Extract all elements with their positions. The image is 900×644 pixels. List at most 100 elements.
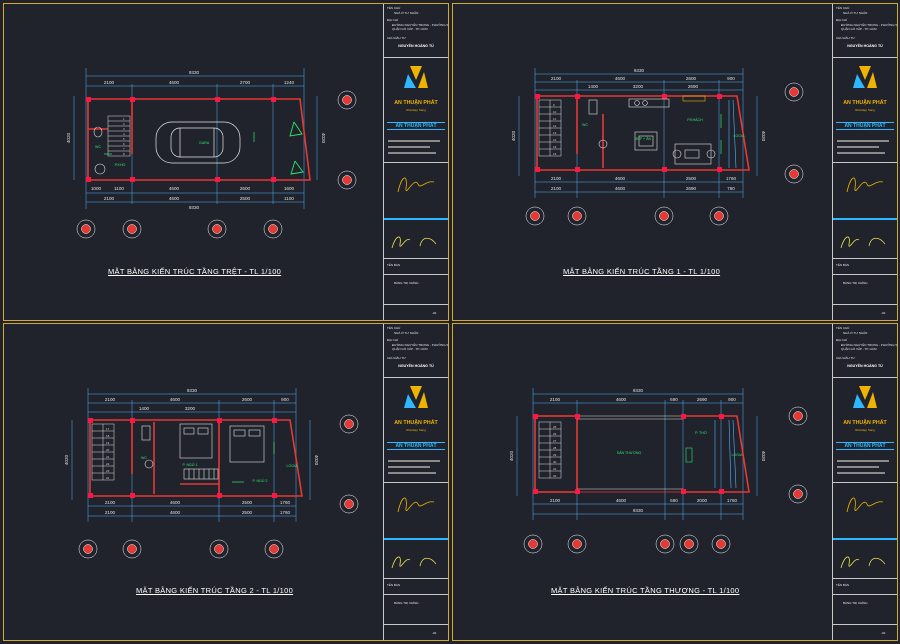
brand-logo-icon <box>404 66 428 88</box>
svg-text:24: 24 <box>106 476 110 480</box>
svg-text:900: 900 <box>728 397 736 402</box>
svg-text:1600: 1600 <box>284 186 295 191</box>
walls <box>87 98 311 181</box>
svg-text:1100: 1100 <box>284 196 294 201</box>
svg-text:2100: 2100 <box>551 186 562 191</box>
svg-text:4600: 4600 <box>169 196 180 201</box>
svg-text:29: 29 <box>553 453 557 457</box>
columns <box>88 418 277 498</box>
svg-text:4020: 4020 <box>314 455 319 466</box>
axis-markers <box>76 90 357 239</box>
svg-text:2100: 2100 <box>105 510 116 515</box>
walls <box>89 419 303 497</box>
floorplan-first: 9330 2100 4600 2600 900 1400 3200 2690 2… <box>511 68 804 226</box>
svg-text:17: 17 <box>106 427 110 431</box>
svg-text:4600: 4600 <box>616 498 627 503</box>
sheet-first-floor: 9330 2100 4600 2600 900 1400 3200 2690 2… <box>452 3 898 321</box>
svg-text:2500: 2500 <box>242 510 253 515</box>
svg-text:2500: 2500 <box>240 196 251 201</box>
brand-logo-icon <box>404 386 428 408</box>
svg-text:2000: 2000 <box>697 498 708 503</box>
svg-text:4020: 4020 <box>321 133 326 144</box>
title-block: TÊN CHỦ NHÀ Ở TƯ NHÂN ĐỊA CHỈ ĐƯỜNG NGUY… <box>832 324 897 640</box>
svg-text:9330: 9330 <box>189 205 200 210</box>
svg-text:LOGIA: LOGIA <box>734 134 746 138</box>
svg-text:1400: 1400 <box>588 84 599 89</box>
svg-text:4600: 4600 <box>169 186 180 191</box>
furniture <box>588 95 716 165</box>
brand-slogan: Nhà Đẹp Sang <box>855 108 875 112</box>
fixtures <box>93 126 106 175</box>
title-block: TÊN CHỦ NHÀ Ở TƯ NHÂN ĐỊA CHỈ ĐƯỜNG NGUY… <box>832 4 897 320</box>
svg-text:WC: WC <box>95 145 101 149</box>
signature-icon <box>397 497 435 513</box>
svg-text:4020: 4020 <box>64 454 69 465</box>
brand-name-secondary: AN THUẬN PHÁT <box>387 442 445 450</box>
furniture <box>141 423 265 480</box>
svg-text:7: 7 <box>123 147 125 151</box>
sheet-title: MẶT BẰNG KIẾN TRÚC TẦNG THƯỢNG - TL 1/10… <box>551 586 740 595</box>
svg-text:2600: 2600 <box>240 186 251 191</box>
dimension-texts: 9330 2100 4600 2700 1240 1000 1100 4600 … <box>66 70 326 210</box>
svg-text:2: 2 <box>123 122 125 126</box>
svg-text:2700: 2700 <box>240 80 251 85</box>
walls <box>534 415 750 493</box>
signature-icon <box>391 236 437 249</box>
svg-text:16: 16 <box>553 152 557 156</box>
signature-icon <box>846 177 884 193</box>
floorplan-ground: 9330 2100 4600 2700 1240 1000 1100 4600 … <box>66 68 357 239</box>
owner-name: NGUYỄN HOÀNG TÚ <box>398 364 434 368</box>
svg-text:1000: 1000 <box>91 186 102 191</box>
svg-text:2600: 2600 <box>242 397 253 402</box>
walls <box>536 95 750 171</box>
svg-text:2690: 2690 <box>686 186 697 191</box>
room-labels: WC BẾP + ĂN P.KHÁCH LOGIA <box>582 118 745 141</box>
svg-text:4600: 4600 <box>616 397 627 402</box>
brand-name: AN THUẬN PHÁT <box>843 420 887 426</box>
svg-text:900: 900 <box>281 397 289 402</box>
svg-text:9330: 9330 <box>189 70 200 75</box>
svg-text:13: 13 <box>553 131 557 135</box>
svg-text:19: 19 <box>106 441 110 445</box>
brand-slogan: Nhà Đẹp Sang <box>855 428 875 432</box>
svg-text:5: 5 <box>123 137 125 141</box>
signature-icon <box>397 177 435 193</box>
svg-text:2100: 2100 <box>551 176 562 181</box>
svg-text:4600: 4600 <box>615 176 626 181</box>
brand-logo-icon <box>853 66 877 88</box>
columns <box>535 94 722 172</box>
svg-text:4020: 4020 <box>66 132 71 143</box>
svg-text:4600: 4600 <box>615 76 626 81</box>
landscape <box>289 121 304 175</box>
svg-text:2100: 2100 <box>550 397 561 402</box>
svg-text:3200: 3200 <box>633 84 644 89</box>
brand-slogan: Nhà Đẹp Sang <box>406 108 426 112</box>
svg-text:P.KHO: P.KHO <box>115 163 126 167</box>
sheet-roof-floor: 9330 2100 4600 690 2690 900 2100 4600 69… <box>452 323 898 641</box>
svg-text:2100: 2100 <box>551 76 562 81</box>
svg-text:26: 26 <box>553 432 557 436</box>
signature-icon <box>840 556 886 569</box>
title-block: TÊN CHỦ NHÀ Ở TƯ NHÂN ĐỊA CHỈ ĐƯỜNG NGUY… <box>383 4 448 320</box>
columns <box>533 414 724 494</box>
svg-text:10: 10 <box>553 110 557 114</box>
svg-text:32: 32 <box>553 474 557 478</box>
svg-text:9330: 9330 <box>633 508 644 513</box>
doors <box>104 132 255 155</box>
sheet-second-floor: 9330 2100 4600 2600 900 1400 3200 2100 4… <box>3 323 449 641</box>
svg-text:18: 18 <box>106 434 110 438</box>
dimension-texts: 9330 2100 4600 690 2690 900 2100 4600 69… <box>509 388 766 513</box>
parapet <box>577 415 683 490</box>
svg-text:690: 690 <box>670 397 678 402</box>
doors <box>232 442 275 483</box>
svg-text:2500: 2500 <box>686 176 697 181</box>
svg-text:P. NGỦ 1: P. NGỦ 1 <box>183 462 198 467</box>
svg-text:15: 15 <box>553 145 557 149</box>
svg-text:1760: 1760 <box>280 510 291 515</box>
title-block: TÊN CHỦ NHÀ Ở TƯ NHÂN ĐỊA CHỈ ĐƯỜNG NGUY… <box>383 324 448 640</box>
svg-text:4020: 4020 <box>761 451 766 462</box>
svg-text:WC: WC <box>141 456 147 460</box>
altar <box>685 447 693 463</box>
